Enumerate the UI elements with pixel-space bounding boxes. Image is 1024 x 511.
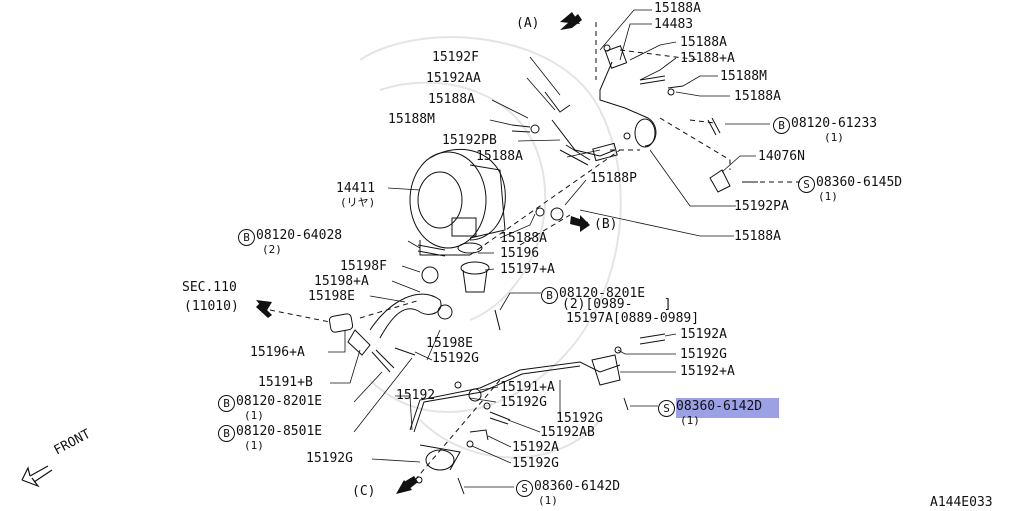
part-label-15188a: 15188A [734,89,781,104]
part-label-15192-plus-a: 15192+A [680,364,735,379]
part-label-14076n: 14076N [758,149,805,164]
view-ref-a: (A) [516,16,540,31]
part-label-15192f: 15192F [432,50,479,65]
section-ref-code: (11010) [184,299,239,314]
part-label-15196: 15196 [500,246,540,261]
part-label-15192g: 15192G [306,451,353,466]
part-label-14411: 14411 [336,181,376,196]
part-label-15192: 15192 [396,388,436,403]
oil-return-hose [369,293,442,339]
oil-pipe-top [599,61,657,147]
section-ref: SEC.110 [182,280,237,295]
part-label-15191-plus-a: 15191+A [500,380,555,395]
qty-label: (1) [538,494,558,507]
figure-code: A144E033 [930,495,993,510]
view-ref-c: (C) [352,484,376,499]
part-label-15198e: 15198E [426,336,473,351]
part-label-15188-plus-a: 15188+A [680,51,735,66]
part-label-15192g: 15192G [556,411,603,426]
part-label-15188a: 15188A [476,149,523,164]
part-label-15196-plus-a: 15196+A [250,345,305,360]
part-label-15198f: 15198F [340,259,387,274]
search-highlight [676,398,779,418]
part-label-15188m: 15188M [388,112,435,127]
leader-lines [328,9,770,488]
turbocharger-shape [409,149,506,256]
part-label-15188a: 15188A [680,35,727,50]
qty-label: (1) [818,190,838,203]
direction-arrows [256,12,590,494]
qty-label: (1) [244,439,264,452]
part-label-15192g: 15192G [500,395,547,410]
part-sublabel-rear: (リヤ) [340,196,376,209]
part-label-15192a: 15192A [680,327,727,342]
part-label-15188a: 15188A [734,229,781,244]
view-ref-b: (B) [594,217,618,232]
part-label-15198-plus-a: 15198+A [314,274,369,289]
part-label-15191-plus-b: 15191+B [258,375,313,390]
part-label-15192g: 15192G [432,351,479,366]
part-label-15188a: 15188A [654,1,701,16]
part-label-15198e: 15198E [308,289,355,304]
qty-label: (1) [244,409,264,422]
part-label-15197-plus-a: 15197+A [500,262,555,277]
front-arrow-icon [21,465,53,488]
part-label-15192ab: 15192AB [540,425,595,440]
part-label-15192pa: 15192PA [734,199,789,214]
part-date-range: (2)[0989- ] [562,297,672,312]
qty-label: (1) [824,131,844,144]
part-label-15192a: 15192A [512,440,559,455]
watermark-logo [359,36,622,459]
part-label-15188m: 15188M [720,69,767,84]
part-label-15188a: 15188A [428,92,475,107]
qty-label: (1) [680,414,700,427]
part-label-14483: 14483 [654,17,694,32]
qty-label: (2) [262,243,282,256]
part-label-15188p: 15188P [590,171,637,186]
oil-pipe-lower [409,361,621,431]
part-label-15188a: 15188A [500,231,547,246]
part-label-15192g: 15192G [512,456,559,471]
part-label-15192pb: 15192PB [442,133,497,148]
part-label-15192g: 15192G [680,347,727,362]
part-label-15192aa: 15192AA [426,71,481,86]
part-label-15197a: 15197A[0889-0989] [566,311,700,326]
